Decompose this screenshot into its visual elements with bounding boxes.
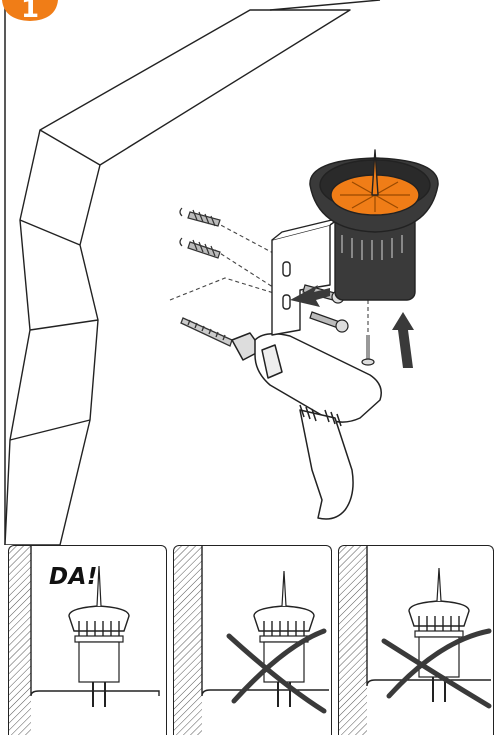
wrong-panel-2 <box>338 545 494 735</box>
wall <box>4 0 381 546</box>
bracket-icon <box>271 217 341 336</box>
arrow-icon <box>290 285 414 368</box>
step-badge <box>2 0 58 21</box>
correct-label: DA! <box>49 564 98 590</box>
drill-icon <box>231 332 382 520</box>
cross-icon <box>226 628 327 714</box>
drill-bit <box>180 317 233 347</box>
wrong-panel-1 <box>173 545 332 735</box>
step-number: 1 <box>20 0 40 18</box>
wall-plug-icon <box>179 207 221 259</box>
correct-panel: DA! <box>8 545 167 735</box>
main-scene <box>4 0 439 546</box>
cross-icon <box>381 628 492 709</box>
sprinkler-icon <box>309 149 439 301</box>
